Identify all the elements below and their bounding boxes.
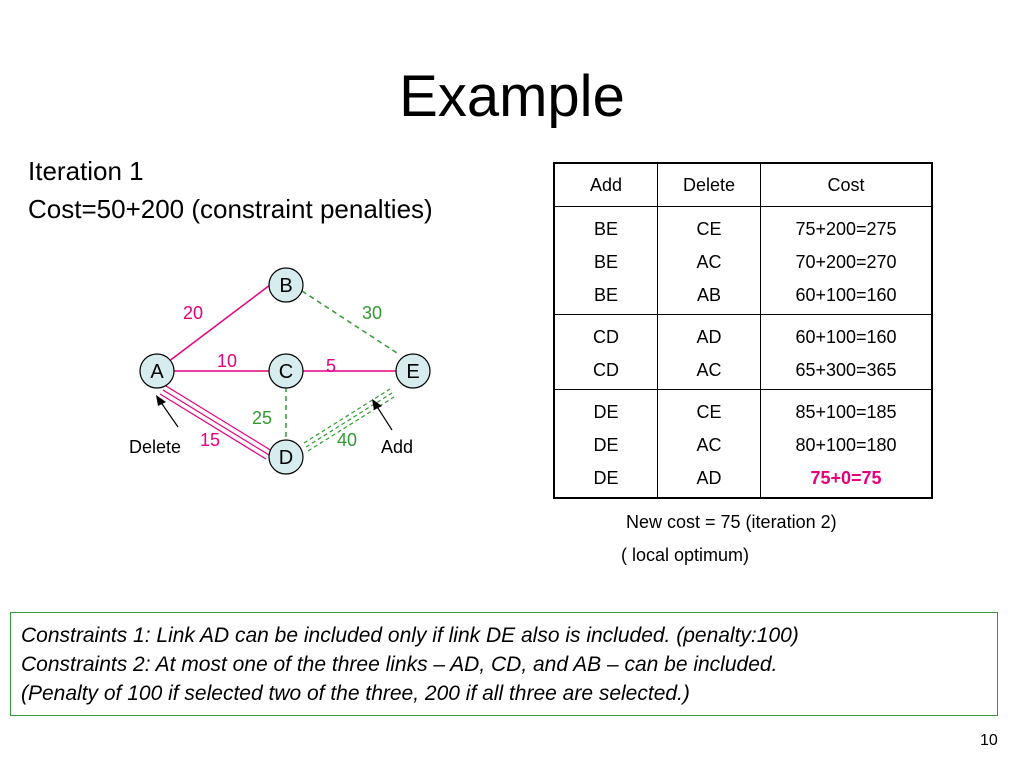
edge-ad-deleted [159, 385, 273, 460]
node-e-label: E [406, 361, 419, 383]
page-number: 10 [980, 732, 998, 749]
constraints-box: Constraints 1: Link AD can be included o… [10, 612, 998, 716]
constraint-penalty-note: (Penalty of 100 if selected two of the t… [21, 682, 690, 705]
node-c-label: C [279, 361, 293, 383]
cell-add: CD [593, 360, 619, 380]
cell-cost: 75+200=275 [795, 219, 897, 239]
iteration-info: Iteration 1 Cost=50+200 (constraint pena… [28, 152, 433, 228]
edge-ab [155, 284, 271, 372]
edge-label-ad: 15 [200, 430, 220, 450]
cell-delete: AC [696, 252, 722, 272]
node-e: E [395, 353, 431, 389]
node-c: C [268, 353, 304, 389]
slide-title: Example [399, 64, 625, 129]
constraint-2: Constraints 2: At most one of the three … [21, 653, 778, 676]
table-group-be: BE BE BE CE AC AB 75+200=275 70+200=270 … [553, 206, 933, 315]
table-row: CD CD AD AC 60+100=160 65+300=365 [553, 314, 933, 390]
node-d-label: D [279, 447, 293, 469]
cell-cost: 85+100=185 [795, 402, 897, 422]
cell-delete: AC [696, 360, 722, 380]
cell-delete: CE [696, 402, 722, 422]
node-a: A [139, 353, 175, 389]
table-row: DE DE DE CE AC AD 85+100=185 80+100=180 … [553, 389, 933, 498]
node-a-label: A [150, 361, 164, 383]
node-b: B [268, 267, 304, 303]
cell-cost: 70+200=270 [795, 252, 897, 272]
table-header-row: Add Delete Cost [553, 163, 933, 207]
cell-add: DE [593, 468, 619, 488]
cell-add: DE [593, 435, 619, 455]
edge-label-de: 40 [337, 430, 357, 450]
cell-add: BE [593, 219, 618, 239]
edge-label-ab: 20 [183, 303, 203, 323]
cell-add: BE [593, 285, 618, 305]
delete-annotation: Delete [129, 437, 181, 457]
cell-add: CD [593, 327, 619, 347]
edge-be [301, 290, 401, 356]
node-d: D [268, 439, 304, 475]
edge-label-cd: 25 [252, 408, 272, 428]
cell-add: DE [593, 402, 619, 422]
cell-cost: 65+300=365 [795, 360, 897, 380]
constraint-1: Constraints 1: Link AD can be included o… [21, 624, 799, 647]
delete-arrow-icon [156, 395, 179, 428]
table-row: BE BE BE CE AC AB 75+200=275 70+200=270 … [553, 206, 933, 315]
cell-cost: 80+100=180 [795, 435, 897, 455]
iteration-cost: Cost=50+200 (constraint penalties) [28, 194, 433, 224]
iteration-label: Iteration 1 [28, 156, 144, 186]
candidate-moves-table: Add Delete Cost BE BE BE CE AC AB 75+200… [553, 162, 933, 499]
cell-delete: AB [696, 285, 721, 305]
new-cost-note: New cost = 75 (iteration 2) [626, 512, 837, 532]
cell-cost: 60+100=160 [795, 285, 897, 305]
edge-label-be: 30 [362, 303, 382, 323]
cell-cost-best: 75+0=75 [810, 468, 882, 488]
network-graph: B A C E D 20 30 10 5 25 15 40 Delete Add [129, 267, 431, 475]
cell-delete: AC [696, 435, 722, 455]
add-arrow-icon [372, 399, 393, 431]
cell-add: BE [593, 252, 618, 272]
add-annotation: Add [381, 437, 413, 457]
edge-label-ce: 5 [326, 356, 336, 376]
table-group-de: DE DE DE CE AC AD 85+100=185 80+100=180 … [553, 389, 933, 498]
cell-delete: AD [696, 468, 722, 488]
header-add: Add [553, 163, 658, 207]
table-group-cd: CD CD AD AC 60+100=160 65+300=365 [553, 314, 933, 390]
header-cost: Cost [760, 163, 933, 207]
header-delete: Delete [657, 163, 761, 207]
node-b-label: B [279, 275, 292, 297]
cell-delete: AD [696, 327, 722, 347]
edge-label-ac: 10 [217, 351, 237, 371]
cell-delete: CE [696, 219, 722, 239]
cell-cost: 60+100=160 [795, 327, 897, 347]
local-optimum-note: ( local optimum) [621, 545, 750, 565]
